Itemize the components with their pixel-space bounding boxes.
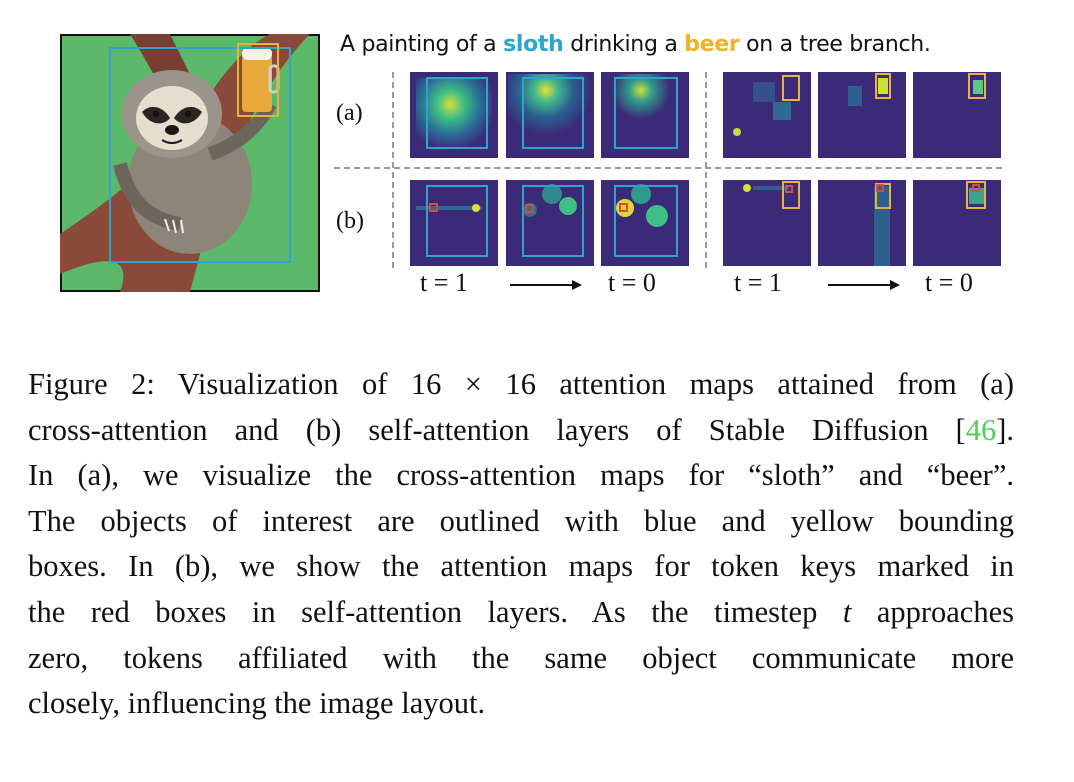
row-label-b: (b) [336,208,364,234]
prompt-text: A painting of a sloth drinking a beer on… [340,32,1020,57]
cross-attention-map-sloth-2 [506,72,594,158]
prompt-pre: A painting of a [340,32,504,57]
prompt-post: on a tree branch. [739,32,931,57]
cross-attention-map-sloth-3 [601,72,689,158]
row-label-a: (a) [336,100,363,126]
timestep-start-label-left: t = 1 [420,268,468,297]
caption-text: approaches [851,594,1014,629]
timestep-end-label-left: t = 0 [608,268,656,297]
divider-rows [334,167,1002,169]
arrow-right-icon [510,280,582,290]
cross-attention-map-beer-1 [723,72,811,158]
caption-text: cross-attention and (b) self-attention l… [28,412,966,447]
sloth-painting-image [60,34,320,292]
caption-line: The objects of interest are outlined wit… [28,503,1014,538]
caption-text: the red boxes in self-attention layers. … [28,594,843,629]
variable-t: t [842,594,852,629]
self-attention-map-sloth-1 [410,180,498,266]
arrow-right-icon [828,280,900,290]
figure-caption: Figure 2: Visualization of 16 × 16 atten… [28,362,1014,727]
caption-line: closely, influencing the image layout. [28,686,486,721]
caption-line: the red boxes in self-attention layers. … [28,590,1014,636]
cross-attention-map-beer-3 [913,72,1001,158]
prompt-mid: drinking a [563,32,685,57]
divider-left [392,72,394,268]
caption-text: ]. [996,412,1014,447]
timestep-end-label-right: t = 0 [925,268,973,297]
caption-line: Figure 2: Visualization of 16 × 16 atten… [28,367,1014,401]
caption-line: boxes. In (b), we show the attention map… [28,549,1014,584]
caption-line: cross-attention and (b) self-attention l… [28,408,1014,454]
cross-attention-map-beer-2 [818,72,906,158]
caption-line: zero, tokens affiliated with the same ob… [28,640,1014,675]
timestep-start-label-right: t = 1 [734,268,782,297]
self-attention-map-sloth-3 [601,180,689,266]
citation-link[interactable]: 46 [965,412,997,447]
prompt-word-sloth: sloth [503,32,564,57]
divider-middle [705,72,707,268]
self-attention-map-sloth-2 [506,180,594,266]
caption-line: In (a), we visualize the cross-attention… [28,458,1014,493]
self-attention-map-beer-3 [913,180,1001,266]
prompt-word-beer: beer [684,32,740,57]
self-attention-map-beer-1 [723,180,811,266]
cross-attention-map-sloth-1 [410,72,498,158]
self-attention-map-beer-2 [818,180,906,266]
